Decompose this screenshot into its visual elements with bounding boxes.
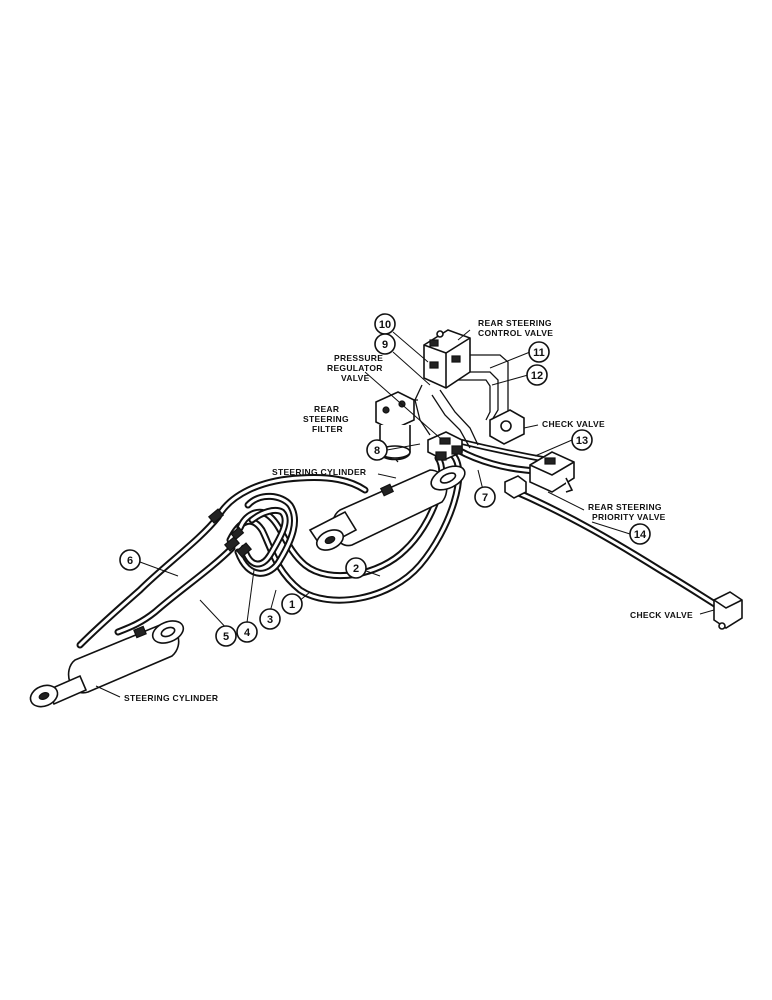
- callout-3: 3: [259, 608, 281, 630]
- label-rear-steering-filter-2: STEERING: [303, 414, 349, 424]
- svg-text:7: 7: [482, 492, 488, 504]
- label-rear-steering-priority-1: REAR STEERING: [588, 502, 662, 512]
- label-rear-steering-filter-1: REAR: [314, 404, 339, 414]
- leader-lines: [95, 329, 715, 698]
- callout-8: 8: [366, 439, 388, 461]
- label-check-valve-lower: CHECK VALVE: [630, 610, 693, 620]
- callouts: 10 9 11 12 8 13 7 14: [119, 313, 651, 647]
- label-rear-steering-control-valve-1: REAR STEERING: [478, 318, 552, 328]
- label-steering-cylinder-lower: STEERING CYLINDER: [124, 693, 218, 703]
- svg-text:3: 3: [267, 614, 273, 626]
- callout-5: 5: [215, 625, 237, 647]
- svg-text:11: 11: [533, 347, 545, 359]
- component-labels: REAR STEERING CONTROL VALVE PRESSURE REG…: [124, 318, 693, 703]
- check-valve-upper: [489, 409, 525, 445]
- hoses: [76, 439, 722, 649]
- hose-fittings: [207, 445, 463, 558]
- callout-1: 1: [281, 593, 303, 615]
- label-check-valve-upper: CHECK VALVE: [542, 419, 605, 429]
- svg-text:8: 8: [374, 445, 380, 457]
- svg-text:1: 1: [289, 599, 295, 611]
- svg-text:6: 6: [127, 555, 133, 567]
- callout-6: 6: [119, 549, 141, 571]
- rear-steering-control-valve: [423, 329, 471, 389]
- callout-10: 10: [374, 313, 396, 335]
- callout-9: 9: [374, 333, 396, 355]
- svg-text:12: 12: [531, 370, 543, 382]
- label-rear-steering-filter-3: FILTER: [312, 424, 343, 434]
- svg-text:5: 5: [223, 631, 229, 643]
- callout-4: 4: [236, 621, 258, 643]
- svg-text:14: 14: [634, 529, 647, 541]
- callout-11: 11: [528, 341, 550, 363]
- svg-text:13: 13: [576, 435, 588, 447]
- label-pressure-regulator-2: REGULATOR: [327, 363, 383, 373]
- steering-cylinder-lower: [29, 620, 185, 708]
- svg-text:10: 10: [379, 319, 391, 331]
- svg-text:9: 9: [382, 339, 388, 351]
- rear-steering-priority-valve: [504, 451, 575, 499]
- label-pressure-regulator-1: PRESSURE: [334, 353, 383, 363]
- svg-text:2: 2: [353, 563, 359, 575]
- callout-14: 14: [629, 523, 651, 545]
- callout-13: 13: [571, 429, 593, 451]
- label-pressure-regulator-3: VALVE: [341, 373, 370, 383]
- callout-2: 2: [345, 557, 367, 579]
- steering-cylinder-upper: [308, 465, 466, 551]
- callout-7: 7: [474, 486, 496, 508]
- callout-12: 12: [526, 364, 548, 386]
- label-rear-steering-control-valve-2: CONTROL VALVE: [478, 328, 553, 338]
- svg-text:4: 4: [244, 627, 251, 639]
- label-rear-steering-priority-2: PRIORITY VALVE: [592, 512, 666, 522]
- label-steering-cylinder-upper: STEERING CYLINDER: [272, 467, 366, 477]
- check-valve-lower: [713, 591, 743, 630]
